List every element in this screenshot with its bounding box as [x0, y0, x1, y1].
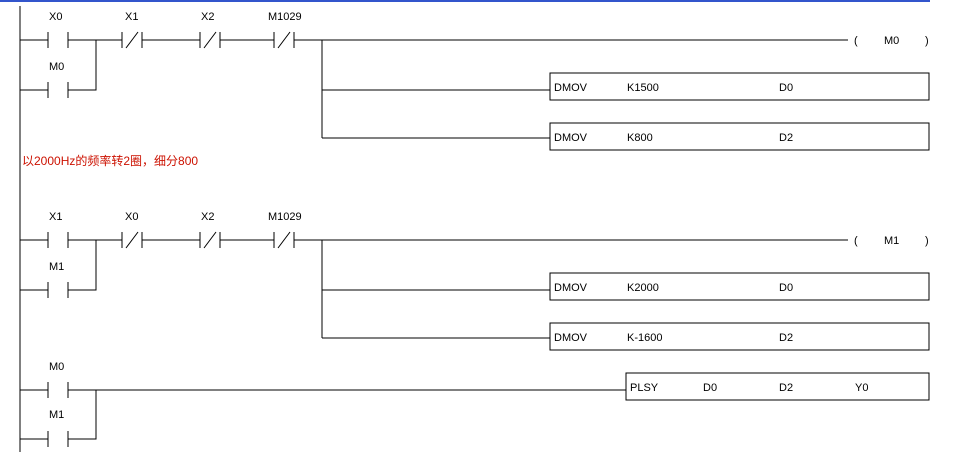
contact-label: M0 [49, 361, 64, 373]
coil-m1[interactable]: ( M1 ) [854, 235, 929, 247]
contact-m0[interactable]: M0 [47, 361, 69, 398]
rung-3: M0 M1 PLSY D0 D2 Y0 [20, 361, 930, 447]
instruction-operand: D2 [779, 382, 793, 394]
instruction-operand: K800 [627, 132, 653, 144]
contact-x2[interactable]: X2 [199, 11, 221, 49]
contact-label: X2 [201, 211, 214, 223]
instruction-op: DMOV [554, 282, 588, 294]
contact-label: M1 [49, 409, 64, 421]
parallel-contact-m1[interactable]: M1 [20, 390, 97, 447]
instruction-op: PLSY [630, 382, 659, 394]
coil-open-paren: ( [854, 35, 858, 47]
instruction-operand: D0 [703, 382, 717, 394]
contact-label: X0 [125, 211, 138, 223]
instruction-operand: K-1600 [627, 332, 662, 344]
contact-x1[interactable]: X1 [47, 211, 69, 248]
rung-comment: 以2000Hz的频率转2圈，细分800 [22, 153, 198, 168]
coil-name: M1 [884, 235, 899, 247]
instruction-operand: Y0 [855, 382, 868, 394]
coil-open-paren: ( [854, 235, 858, 247]
instruction-operand: K1500 [627, 82, 659, 94]
contact-label: M1029 [268, 211, 302, 223]
contact-label: X1 [125, 11, 138, 23]
instruction-operand: D2 [779, 332, 793, 344]
instruction-dmov-2[interactable]: DMOV K-1600 D2 [549, 322, 930, 351]
instruction-op: DMOV [554, 132, 588, 144]
coil-name: M0 [884, 35, 899, 47]
instruction-operand: K2000 [627, 282, 659, 294]
instruction-op: DMOV [554, 82, 588, 94]
instruction-plsy[interactable]: PLSY D0 D2 Y0 [625, 372, 930, 401]
rung-2: X1 X0 X2 M1029 M1 ( M1 ) [20, 211, 930, 351]
contact-x0[interactable]: X0 [47, 11, 69, 48]
contact-x2[interactable]: X2 [199, 211, 221, 249]
contact-label: X2 [201, 11, 214, 23]
instruction-operand: D0 [779, 282, 793, 294]
contact-label: M1 [49, 261, 64, 273]
contact-label: X1 [49, 211, 62, 223]
coil-close-paren: ) [925, 235, 929, 247]
instruction-dmov-2[interactable]: DMOV K800 D2 [549, 122, 930, 151]
contact-x0[interactable]: X0 [121, 211, 143, 249]
instruction-op: DMOV [554, 332, 588, 344]
contact-label: X0 [49, 11, 62, 23]
parallel-contact-m1[interactable]: M1 [20, 240, 97, 298]
parallel-contact-m0[interactable]: M0 [20, 40, 97, 98]
coil-m0[interactable]: ( M0 ) [854, 35, 929, 47]
contact-m1029[interactable]: M1029 [268, 11, 302, 49]
contact-m1029[interactable]: M1029 [268, 211, 302, 249]
instruction-dmov-1[interactable]: DMOV K1500 D0 [549, 72, 930, 101]
contact-x1[interactable]: X1 [121, 11, 143, 49]
instruction-operand: D0 [779, 82, 793, 94]
instruction-operand: D2 [779, 132, 793, 144]
contact-label: M0 [49, 61, 64, 73]
coil-close-paren: ) [925, 35, 929, 47]
contact-label: M1029 [268, 11, 302, 23]
rung-1: X0 X1 X2 M1029 M0 ( M0 ) [20, 11, 930, 151]
instruction-dmov-1[interactable]: DMOV K2000 D0 [549, 272, 930, 301]
